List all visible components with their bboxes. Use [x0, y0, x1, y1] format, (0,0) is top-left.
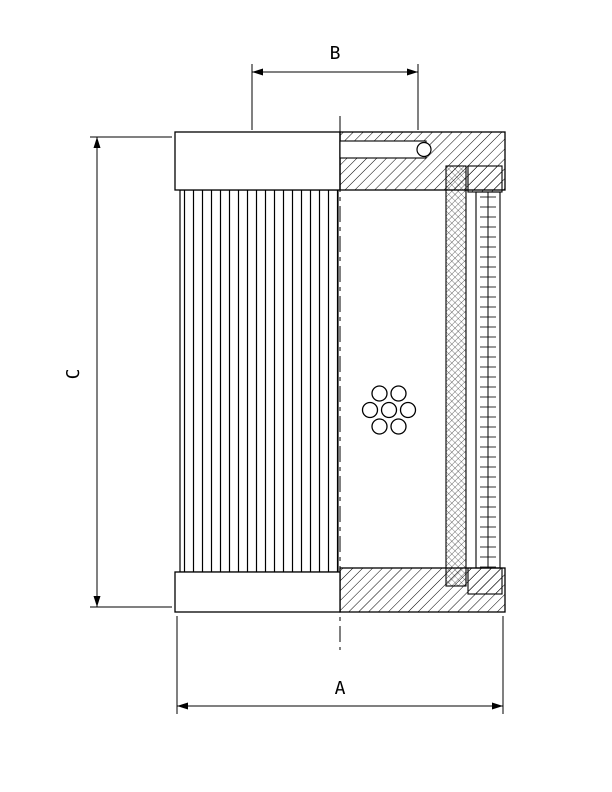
arrowhead-right — [492, 702, 503, 710]
arrowhead-right — [407, 68, 418, 76]
dimension-b-label: B — [330, 43, 341, 64]
perforation-holes — [361, 385, 417, 435]
arrowhead-left — [177, 702, 188, 710]
arrowhead-down — [93, 596, 101, 607]
arrowhead-up — [93, 137, 101, 148]
cap-rim-top — [467, 165, 503, 193]
dimension-b — [251, 64, 419, 130]
bottom-end-cap — [174, 567, 506, 613]
dimension-c — [90, 136, 172, 608]
outer-mesh-screen — [445, 165, 467, 587]
dimension-a-label: A — [335, 678, 346, 699]
top-cap-face — [174, 131, 341, 191]
top-cap-port-notch — [339, 140, 427, 159]
dimension-c-label: C — [63, 369, 84, 380]
bottom-cap-section — [339, 567, 506, 613]
support-tube — [467, 165, 503, 595]
top-end-cap — [174, 131, 506, 191]
bottom-cap-face — [174, 571, 341, 613]
dimension-a — [176, 616, 504, 714]
pleated-media — [179, 189, 339, 573]
seal-oring — [416, 141, 432, 158]
arrowhead-left — [252, 68, 263, 76]
